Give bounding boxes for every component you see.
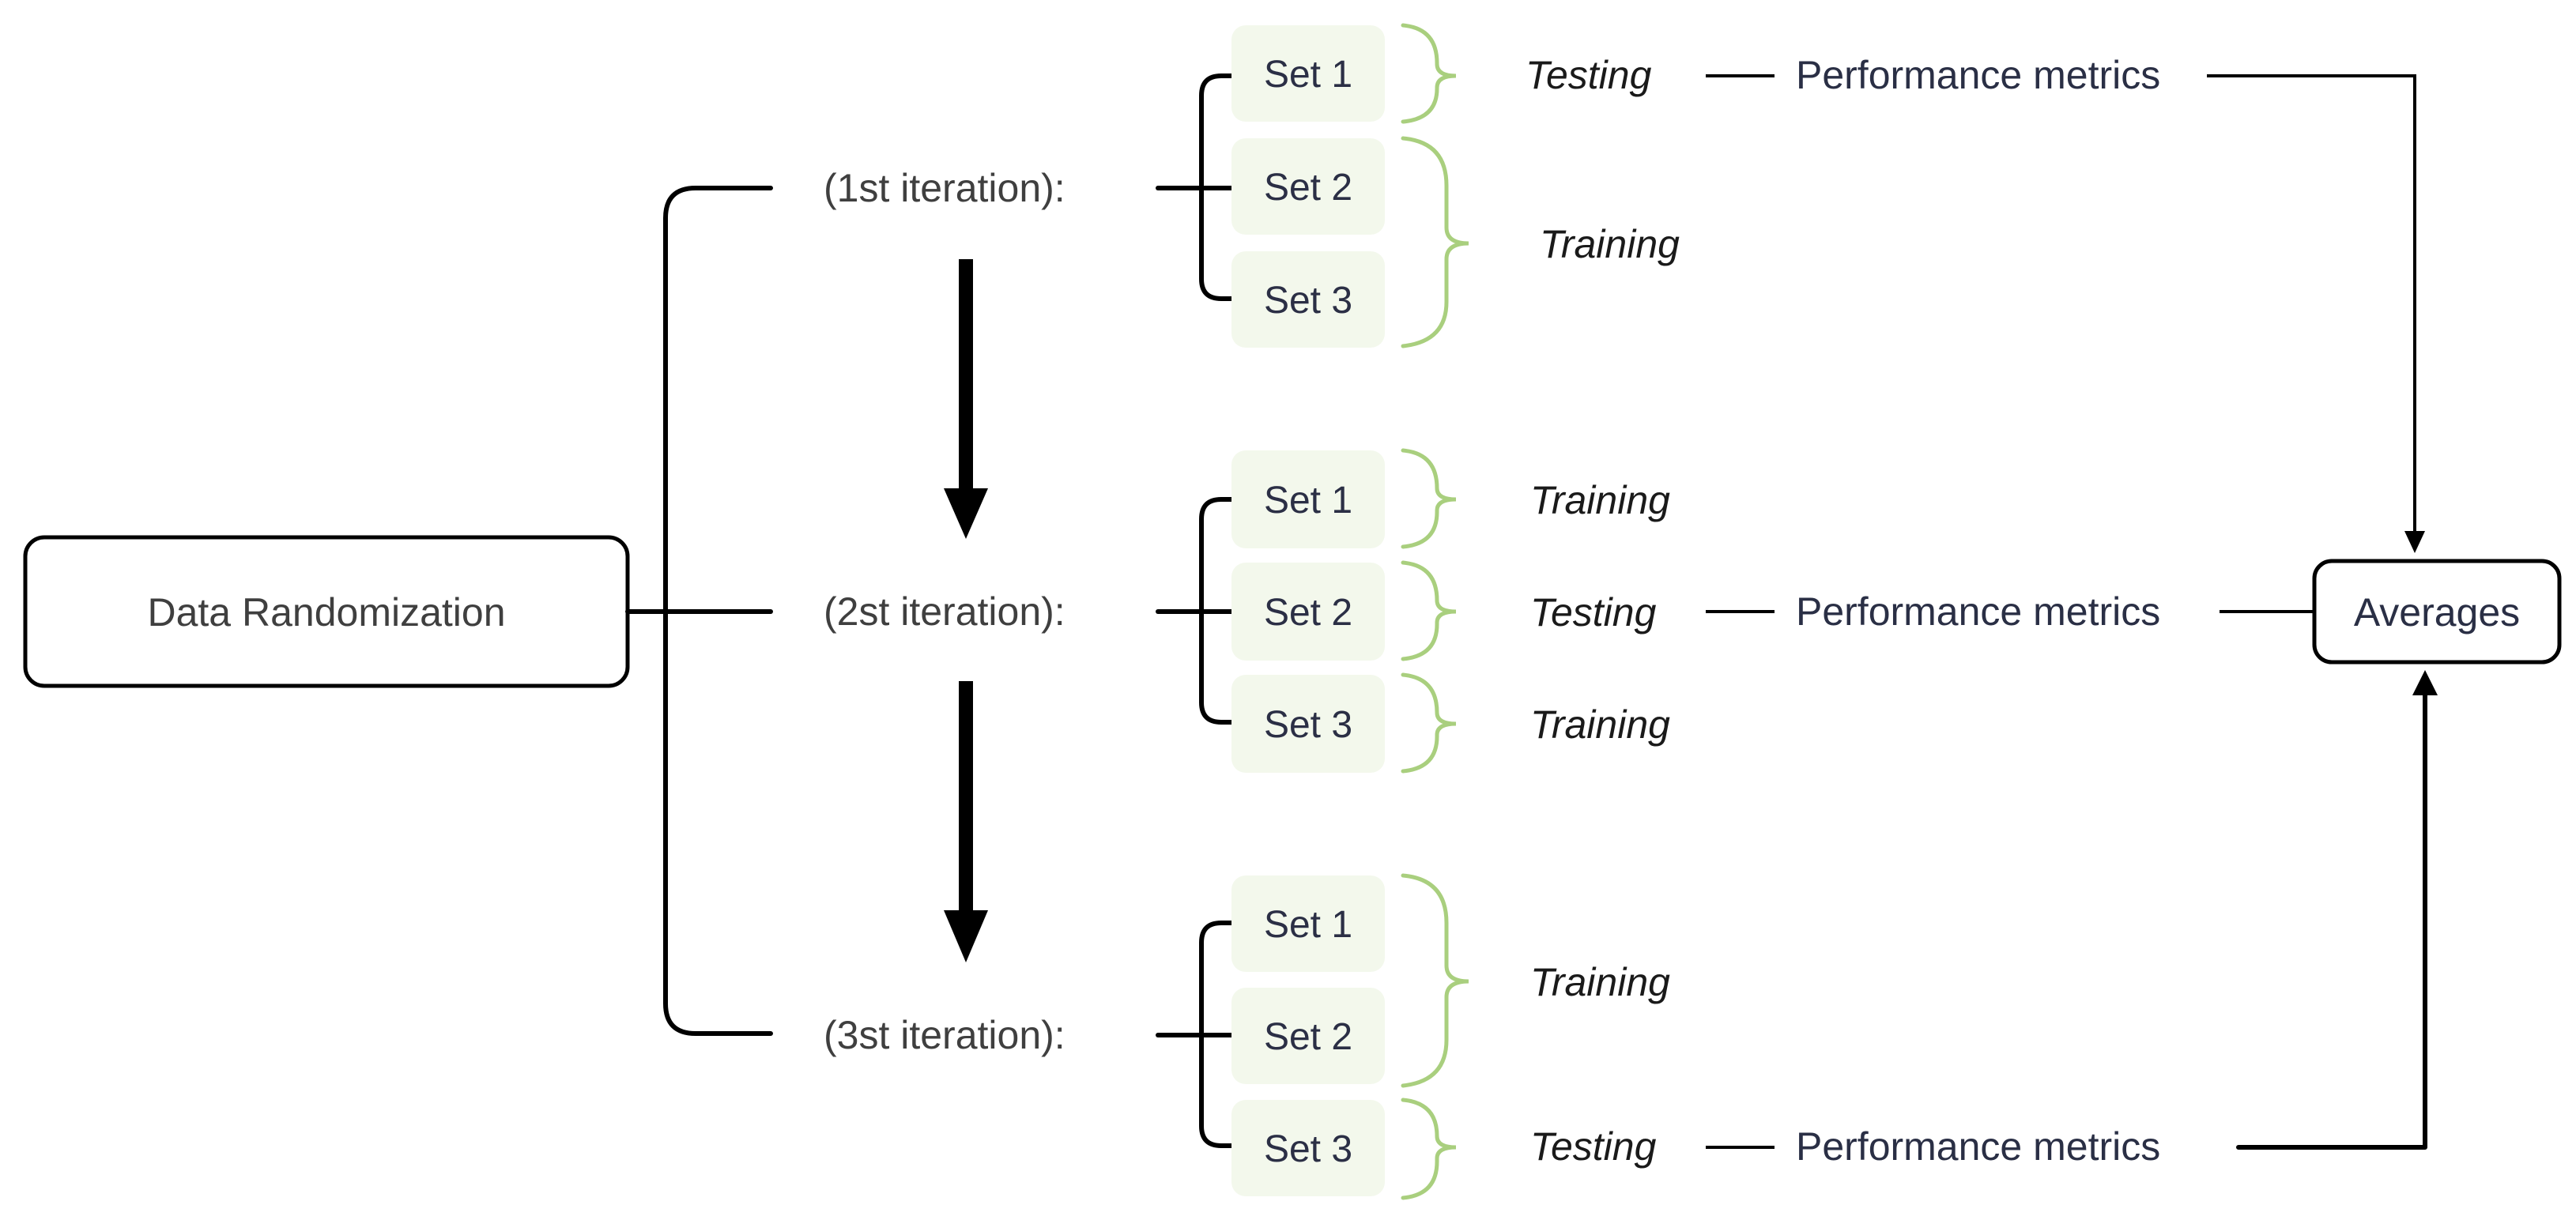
main-bracket bbox=[625, 186, 773, 1036]
iteration-3-training-label: Training bbox=[1530, 960, 1670, 1004]
data-randomization-label: Data Randomization bbox=[147, 590, 505, 634]
iteration-1-braces bbox=[1401, 23, 1469, 348]
iteration-3-sets: Set 1 Set 2 Set 3 bbox=[1156, 875, 1385, 1196]
iteration-3-testing-label: Testing bbox=[1530, 1124, 1657, 1169]
data-randomization-node: Data Randomization bbox=[23, 535, 630, 688]
iteration-2-training-label-1: Training bbox=[1530, 478, 1670, 522]
arrow-iteration-3-to-averages bbox=[2236, 670, 2438, 1150]
iteration-1-set-3: Set 3 bbox=[1264, 280, 1352, 322]
iteration-2-performance-metrics: Performance metrics bbox=[1796, 589, 2160, 634]
iteration-3-braces bbox=[1401, 873, 1469, 1200]
iteration-3-label: (3st iteration): bbox=[824, 1013, 1065, 1057]
iteration-2-set-3: Set 3 bbox=[1264, 704, 1352, 746]
iteration-2-set-1: Set 1 bbox=[1264, 480, 1352, 522]
down-arrow-1 bbox=[944, 259, 988, 539]
iteration-1-set-2: Set 2 bbox=[1264, 167, 1352, 209]
iteration-2-testing-label: Testing bbox=[1530, 590, 1657, 634]
iteration-1-testing-label: Testing bbox=[1526, 53, 1652, 97]
averages-label: Averages bbox=[2354, 590, 2520, 634]
iteration-2-training-label-2: Training bbox=[1530, 702, 1670, 747]
iteration-1-set-1: Set 1 bbox=[1264, 54, 1352, 96]
down-arrow-2 bbox=[944, 681, 988, 962]
iteration-3-set-1: Set 1 bbox=[1264, 904, 1352, 946]
iteration-2-set-2: Set 2 bbox=[1264, 592, 1352, 634]
iteration-2-braces bbox=[1401, 448, 1457, 774]
iteration-3-performance-metrics: Performance metrics bbox=[1796, 1124, 2160, 1169]
averages-node: Averages bbox=[2312, 559, 2562, 665]
iteration-1-performance-metrics: Performance metrics bbox=[1796, 53, 2160, 97]
iteration-3-set-3: Set 3 bbox=[1264, 1128, 1352, 1170]
iteration-1-label: (1st iteration): bbox=[824, 166, 1065, 210]
iteration-1-sets: Set 1 Set 2 Set 3 bbox=[1156, 25, 1385, 348]
iteration-2-sets: Set 1 Set 2 Set 3 bbox=[1156, 450, 1385, 773]
iteration-2-label: (2st iteration): bbox=[824, 589, 1065, 634]
arrow-iteration-1-to-averages bbox=[2207, 74, 2425, 553]
iteration-1-training-label: Training bbox=[1540, 222, 1680, 266]
iteration-3-set-2: Set 2 bbox=[1264, 1016, 1352, 1058]
